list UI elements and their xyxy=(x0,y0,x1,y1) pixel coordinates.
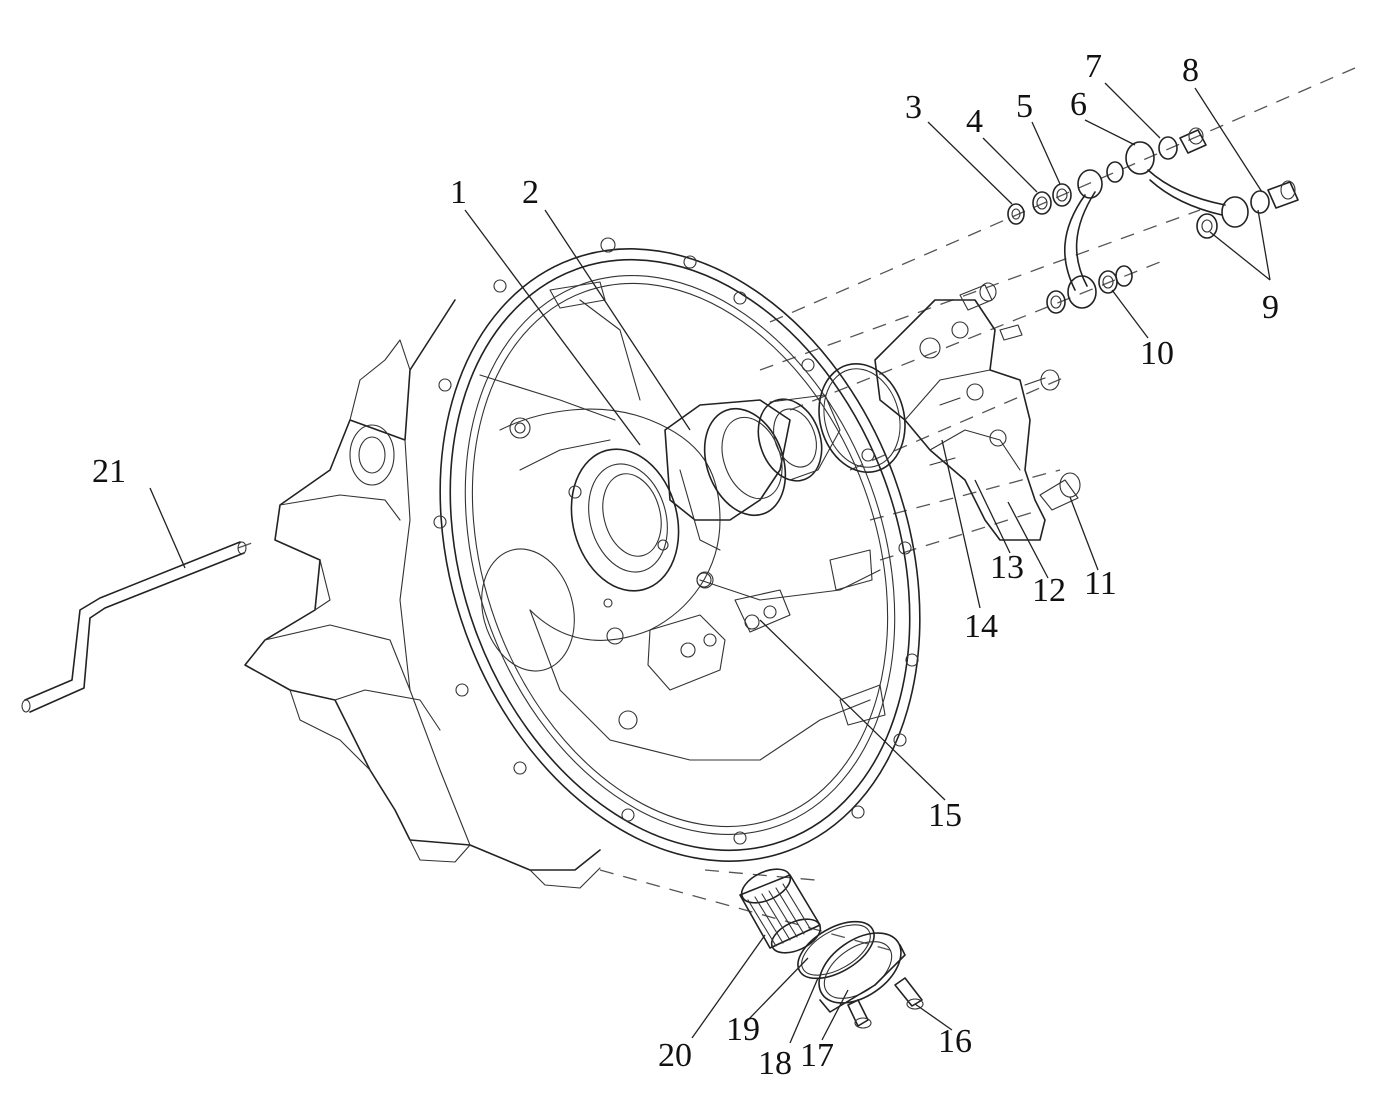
callout-4: 4 xyxy=(966,103,983,140)
callout-17: 17 xyxy=(800,1037,834,1074)
callout-18: 18 xyxy=(758,1045,792,1082)
o-ring-seal xyxy=(818,362,906,474)
callout-15: 15 xyxy=(928,797,962,834)
lower-pump-parts xyxy=(739,868,924,1029)
callout-6: 6 xyxy=(1070,86,1087,123)
slave-cylinder-bracket xyxy=(874,282,1081,541)
callout-labels: 1 2 3 4 5 6 7 8 9 10 11 12 13 14 15 16 1… xyxy=(92,48,1279,1082)
release-bearing-assembly xyxy=(664,394,841,589)
callout-leader-lines xyxy=(149,82,1271,1044)
flange-bolt-holes xyxy=(433,237,919,845)
callout-1: 1 xyxy=(450,174,467,211)
callout-2: 2 xyxy=(522,174,539,211)
callout-19: 19 xyxy=(726,1011,760,1048)
callout-11: 11 xyxy=(1084,565,1117,602)
callout-13: 13 xyxy=(990,549,1024,586)
fluid-pipe-assembly xyxy=(1007,127,1299,314)
callout-5: 5 xyxy=(1016,88,1033,125)
shift-rod xyxy=(21,541,247,713)
callout-8: 8 xyxy=(1182,52,1199,89)
callout-10: 10 xyxy=(1140,335,1174,372)
callout-14: 14 xyxy=(964,608,998,645)
callout-20: 20 xyxy=(658,1037,692,1074)
gear-splines xyxy=(747,883,812,947)
callout-16: 16 xyxy=(938,1023,972,1060)
assembly-axis-lines xyxy=(237,67,1356,951)
clutch-housing xyxy=(244,237,921,889)
callout-9: 9 xyxy=(1262,289,1279,326)
callout-7: 7 xyxy=(1085,48,1102,85)
callout-21: 21 xyxy=(92,453,126,490)
callout-3: 3 xyxy=(905,89,922,126)
callout-12: 12 xyxy=(1032,572,1066,609)
